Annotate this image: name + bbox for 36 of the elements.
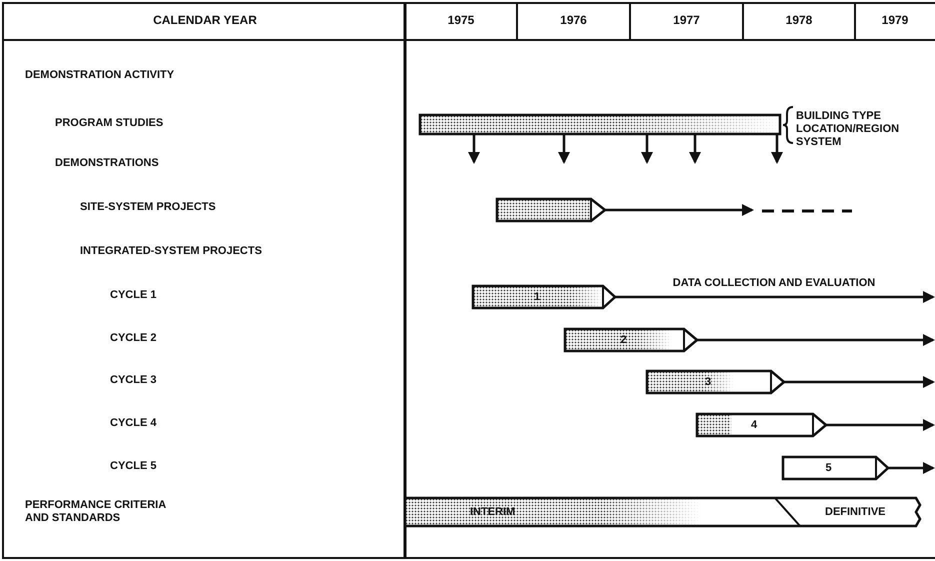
row-label: DEMONSTRATIONS: [55, 157, 159, 170]
arrow: [468, 134, 480, 164]
row-label: CYCLE 4: [110, 417, 156, 430]
phase-label: INTERIM: [470, 506, 516, 518]
arrow: [826, 419, 935, 431]
cycle-number: 5: [826, 462, 832, 474]
row-label: CYCLE 2: [110, 332, 156, 345]
year-header: 1977: [672, 14, 701, 27]
arrow: [888, 462, 935, 474]
note-label: BUILDING TYPE LOCATION/REGION SYSTEM: [796, 110, 900, 149]
row-label: CYCLE 5: [110, 460, 156, 473]
arrow: [615, 291, 935, 303]
arrow: [771, 134, 783, 164]
row-label: PROGRAM STUDIES: [55, 117, 164, 130]
cycle-number: 3: [705, 376, 712, 388]
row-label: CYCLE 1: [110, 289, 156, 302]
cycle-number: 4: [751, 418, 758, 432]
arrow: [641, 134, 653, 164]
year-header: 1978: [784, 14, 814, 27]
row-label: PERFORMANCE CRITERIA AND STANDARDS: [25, 499, 167, 525]
arrow: [697, 334, 935, 346]
phase-label: DEFINITIVE: [825, 506, 886, 518]
row-label: CYCLE 3: [110, 374, 156, 387]
arrow: [605, 204, 754, 216]
cycle-number: 2: [620, 334, 627, 346]
row-label: DEMONSTRATION ACTIVITY: [25, 69, 174, 82]
arrow: [784, 376, 935, 388]
cycle-number: 1: [534, 290, 540, 304]
arrow: [689, 134, 701, 164]
year-header: 1979: [880, 14, 910, 27]
row-label: INTEGRATED-SYSTEM PROJECTS: [80, 245, 262, 258]
row-label: SITE-SYSTEM PROJECTS: [80, 201, 216, 214]
year-header: 1976: [559, 14, 588, 27]
arrow: [558, 134, 570, 164]
year-header: 1975: [446, 14, 476, 27]
column-header: CALENDAR YEAR: [152, 14, 258, 27]
